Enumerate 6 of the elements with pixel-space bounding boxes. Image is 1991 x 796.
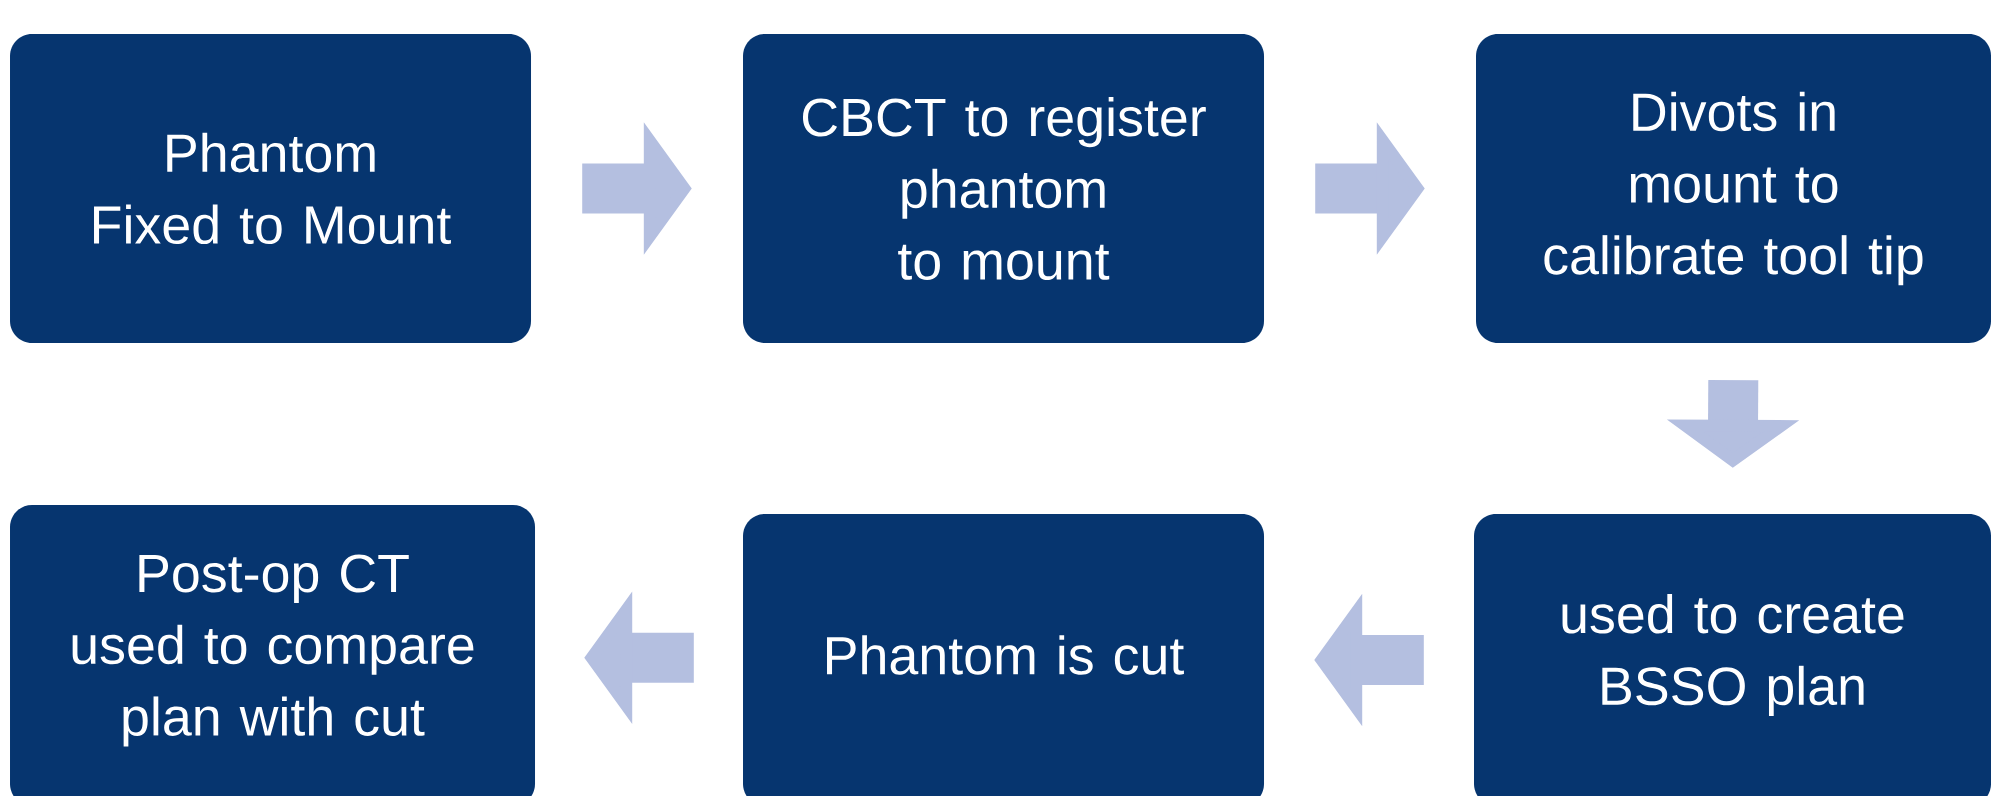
process-box: CBCT to register phantom to mount: [743, 34, 1264, 343]
process-box: Phantom is cut: [743, 514, 1264, 796]
process-box: Divots in mount to calibrate tool tip: [1476, 34, 1991, 343]
process-box: used to create BSSO plan: [1474, 514, 1991, 796]
process-box: Post-op CT used to compare plan with cut: [10, 505, 535, 796]
process-box: Phantom Fixed to Mount: [10, 34, 531, 343]
